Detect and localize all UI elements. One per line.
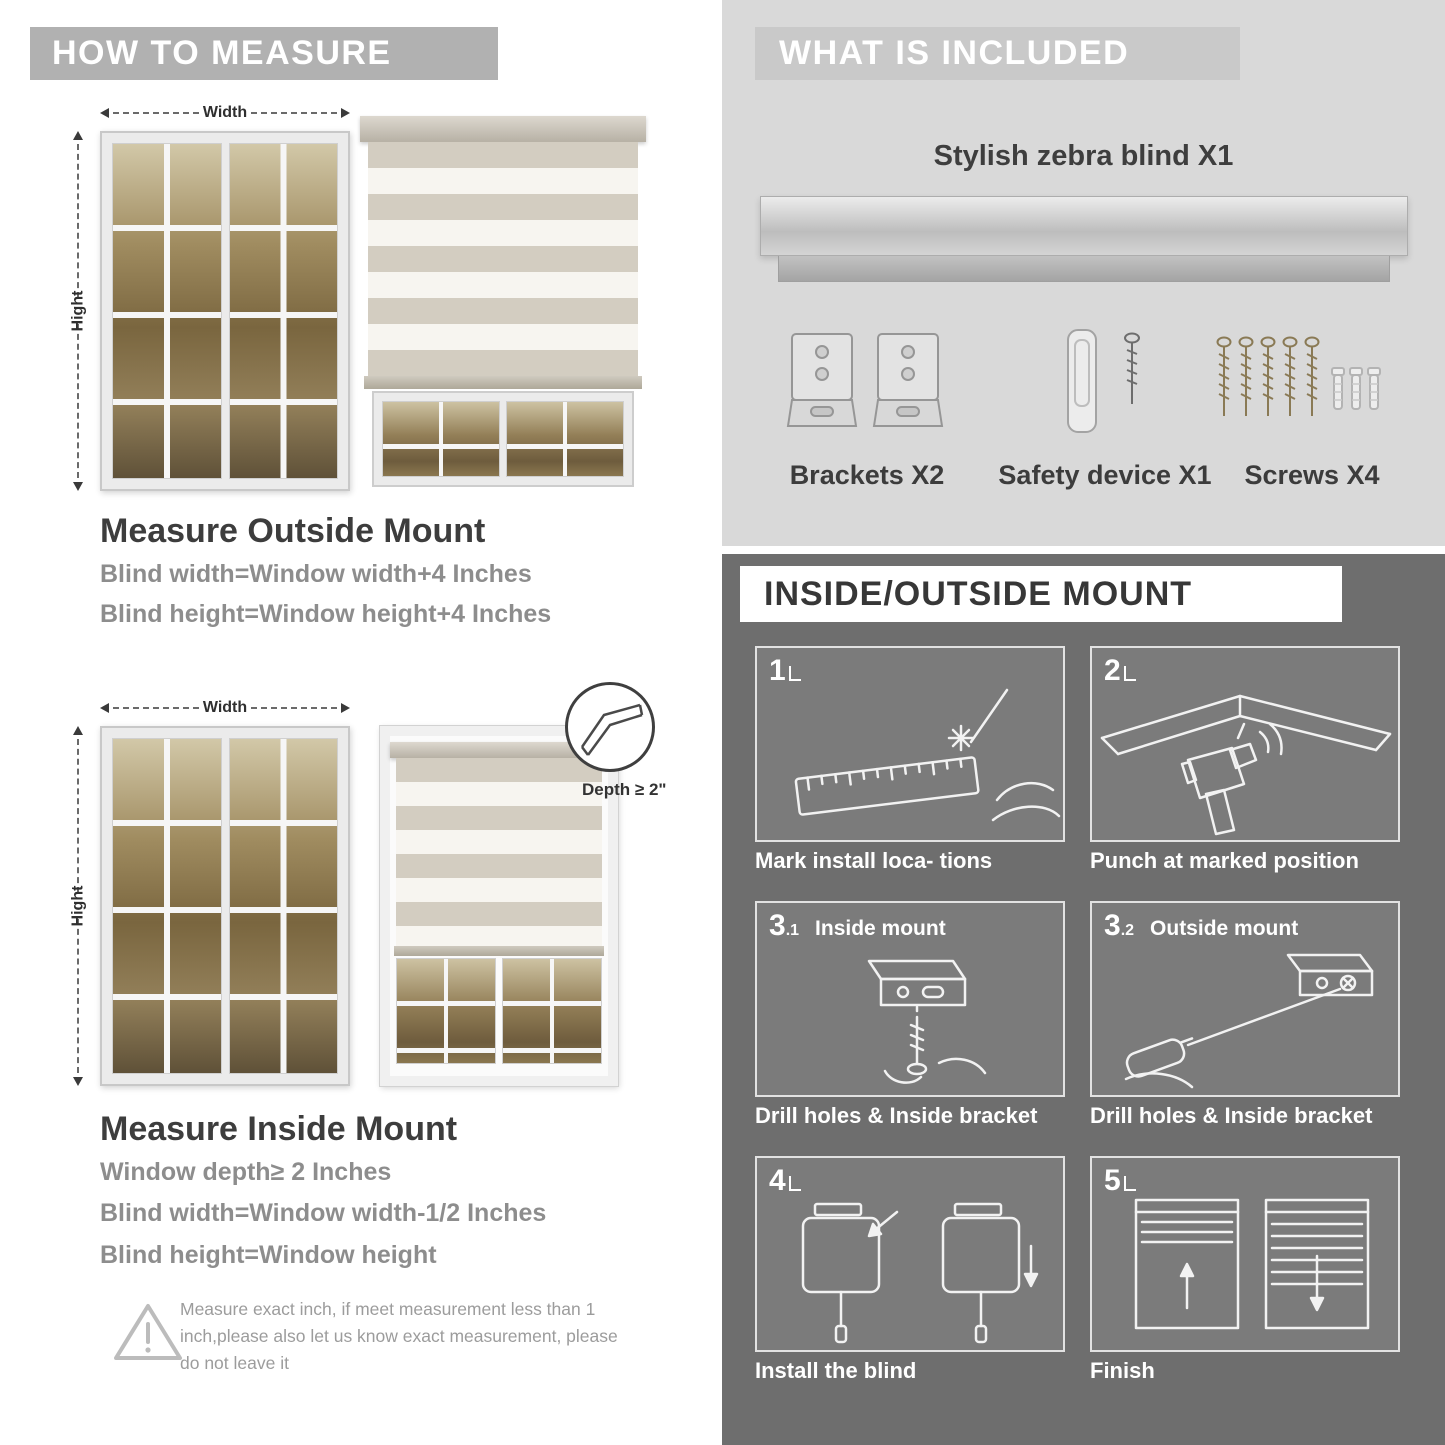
inside-formula-height: Blind height=Window height	[100, 1241, 437, 1269]
width-label: Width	[202, 699, 248, 716]
step-number-5: 5	[1104, 1164, 1136, 1198]
step-caption-1: Mark install loca- tions	[755, 848, 993, 873]
arrow-up-icon	[73, 726, 83, 735]
depth-callout-circle	[565, 682, 655, 772]
step-number-4: 4	[769, 1164, 801, 1198]
step-panel-4: 4	[755, 1156, 1065, 1352]
drill-illustration	[1100, 694, 1392, 836]
how-to-measure-banner: HOW TO MEASURE	[30, 27, 498, 80]
warning-triangle-icon	[112, 1300, 184, 1369]
arrow-right-icon	[341, 108, 350, 118]
step-panel-2: 2	[1090, 646, 1400, 842]
mount-banner: INSIDE/OUTSIDE MOUNT	[740, 566, 1342, 622]
outside-bracket-illustration	[1124, 953, 1374, 1089]
step-caption-2: Punch at marked position	[1090, 848, 1359, 873]
step-caption-5: Finish	[1090, 1358, 1155, 1383]
window-frame	[379, 725, 619, 1087]
how-to-measure-title: HOW TO MEASURE	[52, 34, 392, 72]
outside-mount-window-figure: Width Hight	[62, 104, 350, 497]
inside-formula-depth: Window depth≥ 2 Inches	[100, 1158, 392, 1186]
outside-formula-height: Blind height=Window height+4 Inches	[100, 600, 552, 628]
window-below-blind	[396, 958, 602, 1064]
corner-mark-icon	[788, 666, 801, 681]
blind-headrail	[390, 742, 608, 758]
outside-mount-heading: Measure Outside Mount	[100, 512, 486, 550]
window-sash	[228, 143, 338, 479]
what-is-included-title: WHAT IS INCLUDED	[779, 34, 1130, 72]
blind-bottom-rail	[394, 946, 604, 956]
window-sash	[112, 143, 222, 479]
safety-device-icon	[1054, 326, 1174, 443]
install-blind-illustration	[801, 1202, 1039, 1344]
inside-mount-window-figure: Width Hight	[62, 699, 350, 1092]
mount-title: INSIDE/OUTSIDE MOUNT	[764, 574, 1193, 613]
height-label: Hight	[69, 885, 86, 927]
step-panel-3-2: 3 .2 Outside mount	[1090, 901, 1400, 1097]
zebra-blind-headrail-lip	[778, 256, 1390, 282]
window-corner-icon	[580, 703, 644, 756]
window-sash	[112, 738, 222, 1074]
arrow-down-icon	[73, 482, 83, 491]
outside-mount-label: Outside mount	[1150, 917, 1299, 940]
blind-bottom-rail	[364, 376, 642, 389]
step-header-3-1: 3 .1 Inside mount	[769, 909, 946, 942]
corner-mark-icon	[1123, 666, 1136, 681]
screws-label: Screws X4	[1244, 460, 1380, 490]
arrow-down-icon	[73, 1077, 83, 1086]
mount-steps-section: INSIDE/OUTSIDE MOUNT 1	[722, 554, 1445, 1445]
step-caption-4: Install the blind	[755, 1358, 917, 1383]
width-dimension-arrow: Width	[100, 699, 350, 716]
depth-label: Depth ≥ 2"	[582, 780, 667, 799]
outside-mount-blind-figure	[360, 116, 646, 487]
height-label: Hight	[69, 290, 86, 332]
finish-illustration	[1134, 1198, 1370, 1330]
inside-mount-blind-figure	[379, 725, 619, 1087]
step-caption-3-2: Drill holes & Inside bracket	[1090, 1103, 1373, 1128]
window-sash	[506, 401, 624, 477]
width-dimension-arrow: Width	[100, 104, 350, 121]
arrow-up-icon	[73, 131, 83, 140]
step-panel-5: 5	[1090, 1156, 1400, 1352]
window-illustration	[100, 726, 350, 1086]
zebra-blind-headrail-illustration	[760, 196, 1408, 256]
inside-mount-heading: Measure Inside Mount	[100, 1110, 458, 1148]
arrow-left-icon	[100, 108, 109, 118]
measurement-note: Measure exact inch, if meet measurement …	[180, 1299, 618, 1374]
corner-mark-icon	[788, 1176, 801, 1191]
what-is-included-banner: WHAT IS INCLUDED	[755, 27, 1240, 80]
outside-formula-width: Blind width=Window width+4 Inches	[100, 560, 532, 588]
inside-formula-width: Blind width=Window width-1/2 Inches	[100, 1199, 547, 1227]
mark-location-illustration	[794, 688, 1061, 822]
brackets-label: Brackets X2	[789, 460, 945, 490]
what-is-included-section: WHAT IS INCLUDED Stylish zebra blind X1	[722, 0, 1445, 546]
window-sash	[228, 738, 338, 1074]
step-caption-3-1: Drill holes & Inside bracket	[755, 1103, 1038, 1128]
zebra-stripes	[396, 758, 602, 946]
step-number-1: 1	[769, 654, 801, 688]
height-dimension-arrow: Hight	[69, 131, 86, 491]
window-sash	[396, 958, 496, 1064]
inside-bracket-illustration	[867, 959, 987, 1084]
window-sash	[502, 958, 602, 1064]
blind-headrail	[360, 116, 646, 142]
window-sash	[382, 401, 500, 477]
width-label: Width	[202, 104, 248, 121]
arrow-left-icon	[100, 703, 109, 713]
window-below-blind	[372, 391, 634, 487]
step-header-3-2: 3 .2 Outside mount	[1104, 909, 1299, 942]
zebra-stripes	[368, 142, 638, 376]
safety-device-label: Safety device X1	[998, 460, 1212, 490]
step-panel-1: 1	[755, 646, 1065, 842]
inside-mount-label: Inside mount	[815, 917, 946, 940]
brackets-icon	[786, 328, 946, 437]
screws-icon	[1214, 332, 1399, 432]
window-illustration	[100, 131, 350, 491]
corner-mark-icon	[1123, 1176, 1136, 1191]
height-dimension-arrow: Hight	[69, 726, 86, 1086]
zebra-blind-label: Stylish zebra blind X1	[933, 140, 1234, 172]
arrow-right-icon	[341, 703, 350, 713]
step-number-2: 2	[1104, 654, 1136, 688]
step-panel-3-1: 3 .1 Inside mount	[755, 901, 1065, 1097]
